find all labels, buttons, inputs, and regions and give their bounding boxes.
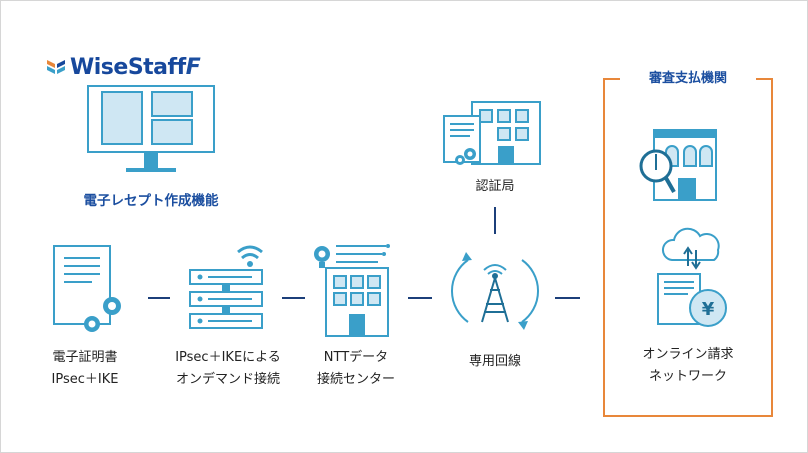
ntt-label-line2: 接続センター: [316, 372, 395, 387]
wisestaff-logo-icon: [47, 60, 65, 74]
wisestaff-logo: WiseStaffF: [45, 52, 201, 84]
network-label-line1: オンライン請求: [642, 347, 734, 362]
ipsec-label-line2: オンデマンド接続: [175, 372, 280, 387]
svg-text:¥: ¥: [702, 299, 715, 320]
cert-label-line2: IPsec＋IKE: [51, 372, 119, 387]
ipsec-label-line1: IPsec＋IKEによる: [175, 350, 281, 365]
network-label-line2: ネットワーク: [648, 369, 727, 384]
building-bulb-icon: [314, 244, 390, 337]
logo-mark-letter: F: [185, 55, 201, 80]
document-gear-icon: [53, 245, 121, 332]
ntt-label-line1: NTTデータ: [323, 350, 389, 365]
cert-authority-label: 認証局: [475, 179, 515, 194]
bank-search-icon: [639, 129, 717, 201]
cert-label-line1: 電子証明書: [52, 350, 118, 365]
antenna-icon: [451, 252, 539, 330]
logo-text: WiseStaff: [70, 55, 186, 80]
monitor-icon: [87, 85, 215, 172]
dedicated-line-label: 専用回線: [468, 354, 521, 369]
document-building-icon: [443, 101, 541, 165]
receipt-function-label: 電子レセプト作成機能: [83, 193, 219, 209]
reviewer-title: 審査支払機関: [620, 68, 756, 90]
cloud-document-yen-icon: ¥: [657, 227, 727, 327]
server-wifi-icon: [189, 245, 263, 329]
